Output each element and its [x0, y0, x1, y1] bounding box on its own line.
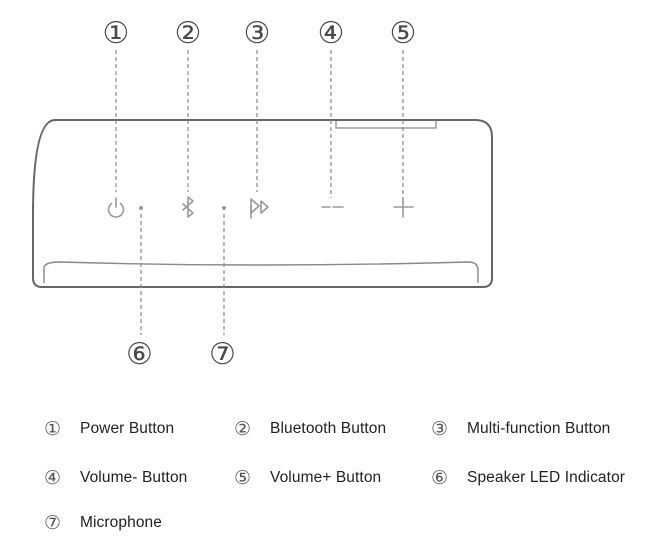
legend-num-5: ⑤ — [234, 467, 252, 489]
volume-up-icon[interactable] — [393, 197, 414, 218]
speaker-led-indicator — [139, 206, 143, 210]
legend-item-4: ④ Volume- Button — [44, 466, 187, 490]
legend-item-6: ⑥ Speaker LED Indicator — [431, 466, 625, 490]
play-pause-icon[interactable] — [250, 198, 269, 219]
legend-item-2: ② Bluetooth Button — [234, 417, 386, 441]
legend-label-2: Bluetooth Button — [270, 420, 387, 437]
callout-4: ④ — [318, 16, 345, 51]
speaker-diagram: ① ② ③ ④ ⑤ ⑥ — [32, 16, 493, 335]
bluetooth-icon[interactable] — [182, 196, 194, 218]
legend-item-1: ① Power Button — [44, 417, 174, 441]
legend-label-4: Volume- Button — [80, 469, 188, 486]
callout-5: ⑤ — [390, 16, 417, 51]
legend-num-1: ① — [44, 418, 62, 440]
callout-1: ① — [103, 16, 130, 51]
legend-num-2: ② — [234, 418, 252, 440]
legend-label-7: Microphone — [80, 514, 162, 531]
legend-num-4: ④ — [44, 467, 62, 489]
legend-num-7: ⑦ — [44, 512, 62, 534]
callout-7-label: ⑦ — [209, 337, 236, 372]
top-edge-recess — [335, 121, 437, 129]
legend-item-7: ⑦ Microphone — [44, 511, 162, 535]
legend-label-3: Multi-function Button — [467, 420, 611, 437]
legend-item-5: ⑤ Volume+ Button — [234, 466, 381, 490]
callout-6-label: ⑥ — [126, 337, 153, 372]
legend-label-5: Volume+ Button — [270, 469, 382, 486]
legend-item-3: ③ Multi-function Button — [431, 417, 610, 441]
callout-3: ③ — [244, 16, 271, 51]
legend-num-3: ③ — [431, 418, 449, 440]
bottom-strip — [43, 261, 479, 283]
power-icon[interactable] — [107, 197, 125, 218]
legend-label-6: Speaker LED Indicator — [467, 469, 626, 486]
legend-label-1: Power Button — [80, 420, 175, 437]
callout-2: ② — [175, 16, 202, 51]
microphone-hole — [222, 206, 226, 210]
legend-num-6: ⑥ — [431, 467, 449, 489]
speaker-body-outline — [32, 119, 493, 288]
